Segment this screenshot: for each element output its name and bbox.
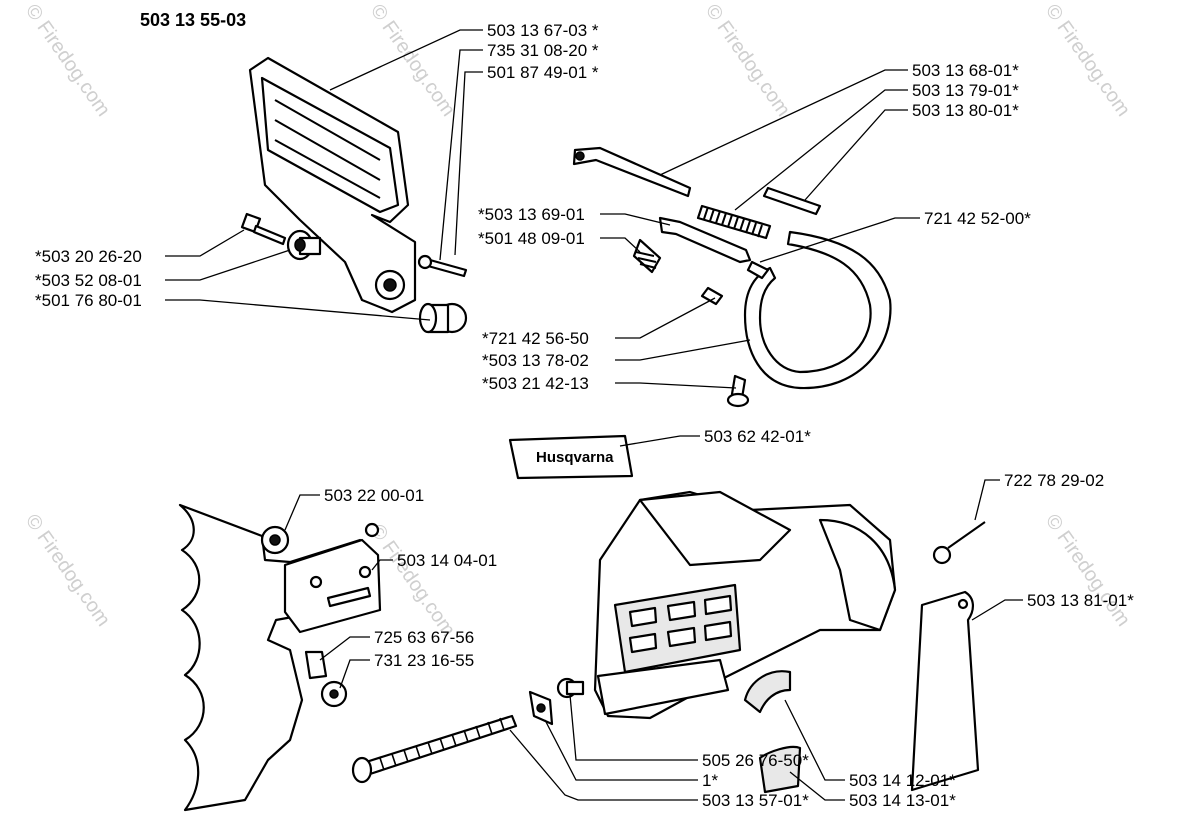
label-725-63-67-56: 725 63 67-56 (374, 628, 474, 647)
stud-725-63-67-56 (304, 650, 328, 680)
screw-503-20-26-20 (240, 212, 287, 246)
label-505-26-76-50: 505 26 76-50* (702, 751, 809, 770)
pin-721-42-56-50 (700, 286, 724, 306)
label-503-13-81-01: 503 13 81-01* (1027, 591, 1134, 610)
guide-503-14-13-01 (758, 745, 802, 794)
watermark: © Firedog.com (1041, 0, 1134, 120)
watermark: © Firedog.com (21, 510, 114, 630)
adjuster-nut-1 (528, 690, 554, 726)
clutch-cover-part (593, 490, 897, 720)
watermark: © Firedog.com (21, 0, 114, 120)
brand-text: Husqvarna (536, 449, 614, 466)
label-731-23-16-55: 731 23 16-55 (374, 651, 474, 670)
leader-lines (165, 29, 1023, 801)
guide-503-14-12-01 (743, 670, 792, 714)
watermark: © Firedog.com (366, 0, 459, 120)
assembly-number: 503 13 55-03 (140, 10, 246, 30)
bushing-503-52-08-01 (286, 229, 322, 261)
label-503-14-04-01: 503 14 04-01 (397, 551, 497, 570)
watermark: © Firedog.com (701, 0, 794, 120)
brake-band-503-13-78-02 (743, 230, 892, 390)
cover-plate-503-13-81-01 (910, 590, 980, 792)
spring-503-13-79-01 (696, 204, 772, 240)
label-503-13-68-01: 503 13 68-01* (912, 61, 1019, 80)
watermark: © Firedog.com (1041, 510, 1134, 630)
label-503-62-42-01: 503 62 42-01* (704, 427, 811, 446)
lever-503-13-69-01 (658, 216, 752, 264)
label-503-13-67-03: 503 13 67-03 * (487, 21, 599, 40)
label-503-13-79-01: 503 13 79-01* (912, 81, 1019, 100)
label-503-14-13-01: 503 14 13-01* (849, 791, 956, 810)
label-721-42-56-50: *721 42 56-50 (482, 329, 589, 348)
label-503-52-08-01: *503 52 08-01 (35, 271, 142, 290)
brake-handle-part (248, 56, 417, 314)
pin-721-42-52-00 (746, 260, 770, 280)
spring-501-48-09-01 (632, 238, 662, 274)
label-503-21-42-13: *503 21 42-13 (482, 374, 589, 393)
pin-735-31-08-20 (417, 254, 468, 278)
label-503-13-69-01: *503 13 69-01 (478, 205, 585, 224)
screw-503-21-42-13 (726, 374, 750, 408)
label-1: 1* (702, 771, 718, 790)
label-735-31-08-20: 735 31 08-20 * (487, 41, 599, 60)
washer-small (364, 522, 380, 538)
plate-503-14-04-01 (283, 538, 382, 634)
label-503-14-12-01: 503 14 12-01* (849, 771, 956, 790)
label-503-22-00-01: 503 22 00-01 (324, 486, 424, 505)
washer-722-78-29-02 (932, 521, 986, 565)
nut-503-22-00-01 (260, 525, 290, 555)
part-labels: 503 13 67-03 * 735 31 08-20 * 501 87 49-… (35, 21, 1134, 810)
label-503-13-57-01: 503 13 57-01* (702, 791, 809, 810)
pin-503-13-80-01 (762, 186, 822, 216)
adjuster-screw-503-13-57-01 (351, 714, 518, 784)
label-503-13-78-02: *503 13 78-02 (482, 351, 589, 370)
label-501-87-49-01: 501 87 49-01 * (487, 63, 599, 82)
nut-731-23-16-55 (320, 680, 348, 708)
label-503-20-26-20: *503 20 26-20 (35, 247, 142, 266)
label-501-48-09-01: *501 48 09-01 (478, 229, 585, 248)
pin-505-26-76-50 (556, 677, 585, 699)
label-721-42-52-00: 721 42 52-00* (924, 209, 1031, 228)
label-503-13-80-01: 503 13 80-01* (912, 101, 1019, 120)
bushing-501-76-80-01 (418, 302, 468, 334)
decal-503-62-42-01: Husqvarna (508, 434, 634, 480)
rod-503-13-68-01 (572, 146, 692, 198)
label-501-76-80-01: *501 76 80-01 (35, 291, 142, 310)
label-722-78-29-02: 722 78 29-02 (1004, 471, 1104, 490)
